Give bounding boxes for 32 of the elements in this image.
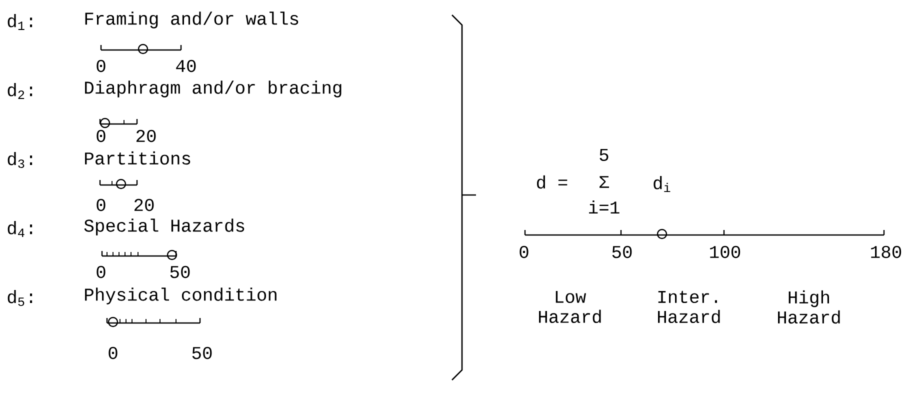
item-label: Physical condition — [85, 288, 276, 304]
formula-term: Σ — [600, 176, 610, 188]
hazard-label: Low Hazard — [539, 290, 601, 324]
formula-term: i=1 — [589, 200, 620, 214]
scale-number: 50 — [612, 246, 632, 258]
symbol-label: d$_{1}$: — [8, 14, 32, 30]
item-label: Framing and/or walls — [85, 12, 298, 28]
symbol-label: d$_{5}$: — [8, 290, 32, 306]
scale-number: 40 — [176, 60, 196, 72]
scale-number: 0 — [96, 266, 106, 278]
scale-number: 0 — [96, 130, 106, 142]
formula-term: d$_{i}$ — [654, 176, 670, 192]
item-label: Partitions — [85, 151, 190, 165]
scale-number: 0 — [96, 60, 106, 72]
scale-number: 50 — [192, 346, 212, 360]
item-label: Diaphragm and/or bracing — [85, 80, 342, 98]
scale-number: 20 — [136, 130, 156, 142]
scale-number: 0 — [96, 198, 106, 212]
item-label: Special Hazards — [84, 218, 244, 236]
hazard-label: High Hazard — [778, 290, 840, 324]
scale-number: 0 — [108, 346, 118, 360]
formula-term: 5 — [600, 148, 608, 161]
scale-number: 50 — [170, 266, 190, 278]
scale-number: 100 — [710, 246, 740, 258]
symbol-label: d$_{3}$: — [8, 152, 32, 168]
scale-number: 180 — [871, 246, 902, 258]
hazard-label: Inter. Hazard — [658, 290, 720, 324]
scale-number: 20 — [134, 198, 154, 212]
symbol-label: d$_{4}$: — [8, 221, 32, 237]
scale-number: 0 — [520, 246, 528, 258]
symbol-label: d$_{2}$: — [8, 83, 32, 99]
formula-term: d = — [537, 175, 568, 189]
